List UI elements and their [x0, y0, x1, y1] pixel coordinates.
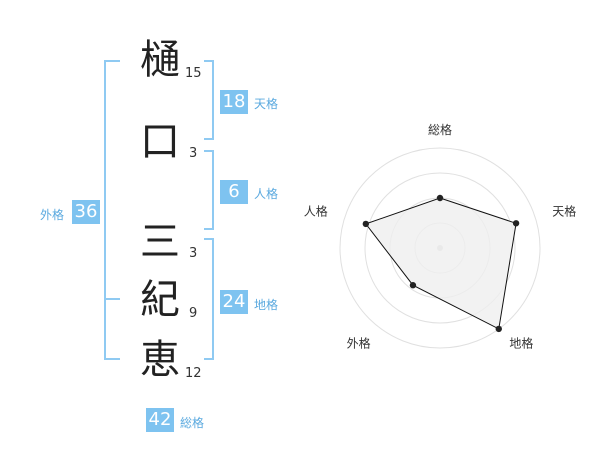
radar-axis-label: 人格 [304, 204, 328, 219]
radar-point-5 [362, 220, 370, 228]
chikaku-value: 24 [220, 290, 248, 314]
radar-axis-label: 天格 [552, 204, 576, 219]
stroke-count: 3 [189, 146, 198, 161]
tenkaku-label: 天格 [254, 97, 279, 111]
radar-point-3 [495, 325, 502, 333]
radar-axis-label: 地格 [509, 335, 533, 350]
radar-polygon [364, 197, 517, 330]
soukaku-value: 42 [146, 408, 174, 432]
radar-axis-label: 総格 [428, 122, 452, 137]
jinkaku-label: 人格 [254, 187, 279, 201]
radar-point-4 [409, 282, 417, 289]
radar-point-2 [512, 220, 520, 227]
kanji: 紀 [140, 277, 180, 323]
tenkaku-value: 18 [220, 90, 248, 114]
stroke-count: 3 [189, 246, 198, 261]
stroke-count: 12 [185, 366, 202, 381]
gaikaku-label: 外格 [40, 208, 65, 222]
chikaku-label: 地格 [254, 298, 279, 312]
stroke-count: 9 [189, 306, 198, 321]
radar-ring [339, 147, 541, 349]
radar-ring [364, 172, 516, 324]
gaikaku-value: 36 [72, 200, 100, 224]
kanji: 樋 [140, 37, 180, 83]
kanji: 口 [140, 119, 180, 165]
kanji: 三 [140, 219, 180, 265]
jinkaku-value: 6 [220, 180, 248, 204]
radar-axis-label: 外格 [347, 335, 371, 350]
soukaku-label: 総格 [180, 416, 205, 430]
radar-point-1 [436, 194, 444, 202]
kanji: 恵 [140, 337, 180, 383]
stroke-count: 15 [185, 66, 202, 81]
